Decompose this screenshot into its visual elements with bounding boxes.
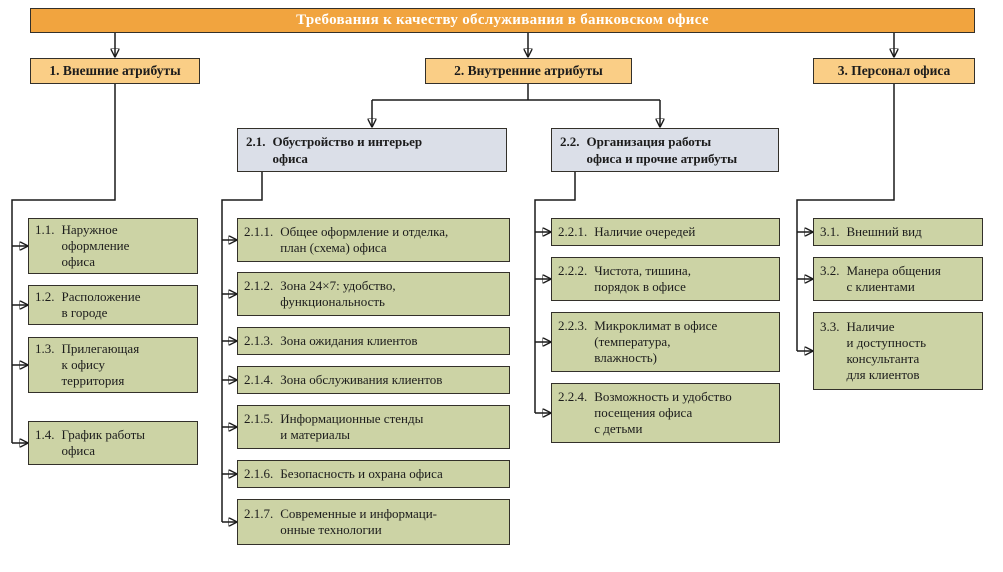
leaf-content: 1.1. Наружное оформление офиса <box>35 222 129 270</box>
node-label: Зона ожидания клиентов <box>280 333 418 348</box>
branch2-2-connectors <box>534 172 576 413</box>
node-content: 2.1. Обустройство и интерьер офиса <box>246 133 422 167</box>
root-arrows <box>115 33 894 56</box>
leaf-content: 1.2. Расположение в городе <box>35 289 140 321</box>
leaf-1-3: 1.3. Прилегающая к офису территория <box>28 337 198 393</box>
leaf-2-1-6: 2.1.6. Безопасность и охрана офиса <box>237 460 510 488</box>
node-number: 3.1. <box>820 224 840 239</box>
leaf-2-1-4: 2.1.4. Зона обслуживания клиентов <box>237 366 510 394</box>
leaf-content: 2.1.4. Зона обслуживания клиентов <box>244 372 442 388</box>
leaf-2-2-4: 2.2.4. Возможность и удобство посещения … <box>551 383 780 443</box>
node-2-1-interior: 2.1. Обустройство и интерьер офиса <box>237 128 507 172</box>
node-label: Наличие очередей <box>594 224 696 239</box>
node-label: Общее оформление и отделка, план (схема)… <box>280 224 449 255</box>
leaf-2-1-1: 2.1.1. Общее оформление и отделка, план … <box>237 218 510 262</box>
node-label: Манера общения с клиентами <box>846 263 941 294</box>
node-3-office-staff: 3. Персонал офиса <box>813 58 975 84</box>
node-content: 2.2. Организация работы офиса и прочие а… <box>560 133 737 167</box>
leaf-content: 2.1.1. Общее оформление и отделка, план … <box>244 224 448 256</box>
leaf-content: 2.2.3. Микроклимат в офисе (температура,… <box>558 318 717 366</box>
node-number: 2.1.1. <box>244 224 274 239</box>
node-number: 2.2.4. <box>558 389 588 404</box>
leaf-2-1-3: 2.1.3. Зона ожидания клиентов <box>237 327 510 355</box>
node-number: 2.1.6. <box>244 466 274 481</box>
leaf-2-1-2: 2.1.2. Зона 24×7: удобство, функциональн… <box>237 272 510 316</box>
node-number: 2.1.3. <box>244 333 274 348</box>
leaf-content: 2.1.3. Зона ожидания клиентов <box>244 333 418 349</box>
node-number: 3.2. <box>820 263 840 278</box>
leaf-content: 3.2. Манера общения с клиентами <box>820 263 941 295</box>
leaf-2-1-7: 2.1.7. Современные и информаци- онные те… <box>237 499 510 545</box>
node-number: 1.3. <box>35 341 55 356</box>
leaf-content: 2.1.7. Современные и информаци- онные те… <box>244 506 437 538</box>
node-2-internal-attributes: 2. Внутренние атрибуты <box>425 58 632 84</box>
branch3-connectors <box>796 84 895 351</box>
node-number: 2.1. <box>246 134 266 149</box>
node-label: Современные и информаци- онные технологи… <box>280 506 437 537</box>
node-number: 2.2. <box>560 134 580 149</box>
leaf-1-1: 1.1. Наружное оформление офиса <box>28 218 198 274</box>
leaf-content: 2.2.1. Наличие очередей <box>558 224 695 240</box>
leaf-content: 2.1.5. Информационные стенды и материалы <box>244 411 423 443</box>
leaf-content: 2.2.4. Возможность и удобство посещения … <box>558 389 732 437</box>
node-number: 2.2.3. <box>558 318 588 333</box>
node-label: Расположение в городе <box>61 289 141 320</box>
branch2-1-connectors <box>221 172 263 522</box>
node-number: 1.4. <box>35 427 55 442</box>
node-number: 2.2.1. <box>558 224 588 239</box>
leaf-2-2-3: 2.2.3. Микроклимат в офисе (температура,… <box>551 312 780 372</box>
leaf-2-2-2: 2.2.2. Чистота, тишина, порядок в офисе <box>551 257 780 301</box>
node-label: График работы офиса <box>61 427 146 458</box>
node-label: Наружное оформление офиса <box>61 222 130 269</box>
node-label: Наличие и доступность консультанта для к… <box>846 319 927 382</box>
node-2-2-work-organization: 2.2. Организация работы офиса и прочие а… <box>551 128 779 172</box>
leaf-3-1: 3.1. Внешний вид <box>813 218 983 246</box>
node-label: Информационные стенды и материалы <box>280 411 424 442</box>
leaf-2-2-1: 2.2.1. Наличие очередей <box>551 218 780 246</box>
leaf-1-4: 1.4. График работы офиса <box>28 421 198 465</box>
leaf-content: 1.3. Прилегающая к офису территория <box>35 341 139 389</box>
leaf-content: 2.1.2. Зона 24×7: удобство, функциональн… <box>244 278 396 310</box>
branch2-split <box>372 84 660 126</box>
node-number: 2.1.7. <box>244 506 274 521</box>
node-number: 2.1.2. <box>244 278 274 293</box>
node-number: 2.1.5. <box>244 411 274 426</box>
node-label: Зона обслуживания клиентов <box>280 372 443 387</box>
leaf-content: 2.2.2. Чистота, тишина, порядок в офисе <box>558 263 691 295</box>
node-label: Чистота, тишина, порядок в офисе <box>594 263 691 294</box>
node-number: 1.2. <box>35 289 55 304</box>
diagram-title: Требования к качеству обслуживания в бан… <box>30 8 975 33</box>
node-label: Внешний вид <box>846 224 922 239</box>
leaf-content: 3.1. Внешний вид <box>820 224 922 240</box>
leaf-2-1-5: 2.1.5. Информационные стенды и материалы <box>237 405 510 449</box>
node-label: Микроклимат в офисе (температура, влажно… <box>594 318 718 365</box>
branch1-connectors <box>11 84 116 443</box>
node-number: 2.2.2. <box>558 263 588 278</box>
node-label: Безопасность и охрана офиса <box>280 466 443 481</box>
node-number: 1.1. <box>35 222 55 237</box>
leaf-3-2: 3.2. Манера общения с клиентами <box>813 257 983 301</box>
node-number: 3.3. <box>820 319 840 334</box>
leaf-content: 2.1.6. Безопасность и охрана офиса <box>244 466 443 482</box>
leaf-content: 1.4. График работы офиса <box>35 427 145 459</box>
node-label: Организация работы офиса и прочие атрибу… <box>586 134 738 166</box>
node-label: Зона 24×7: удобство, функциональность <box>280 278 396 309</box>
node-label: Обустройство и интерьер офиса <box>272 134 423 166</box>
node-1-external-attributes: 1. Внешние атрибуты <box>30 58 200 84</box>
leaf-3-3: 3.3. Наличие и доступность консультанта … <box>813 312 983 390</box>
node-label: Возможность и удобство посещения офиса с… <box>594 389 732 436</box>
leaf-1-2: 1.2. Расположение в городе <box>28 285 198 325</box>
node-label: Прилегающая к офису территория <box>61 341 140 388</box>
leaf-content: 3.3. Наличие и доступность консультанта … <box>820 319 926 383</box>
node-number: 2.1.4. <box>244 372 274 387</box>
